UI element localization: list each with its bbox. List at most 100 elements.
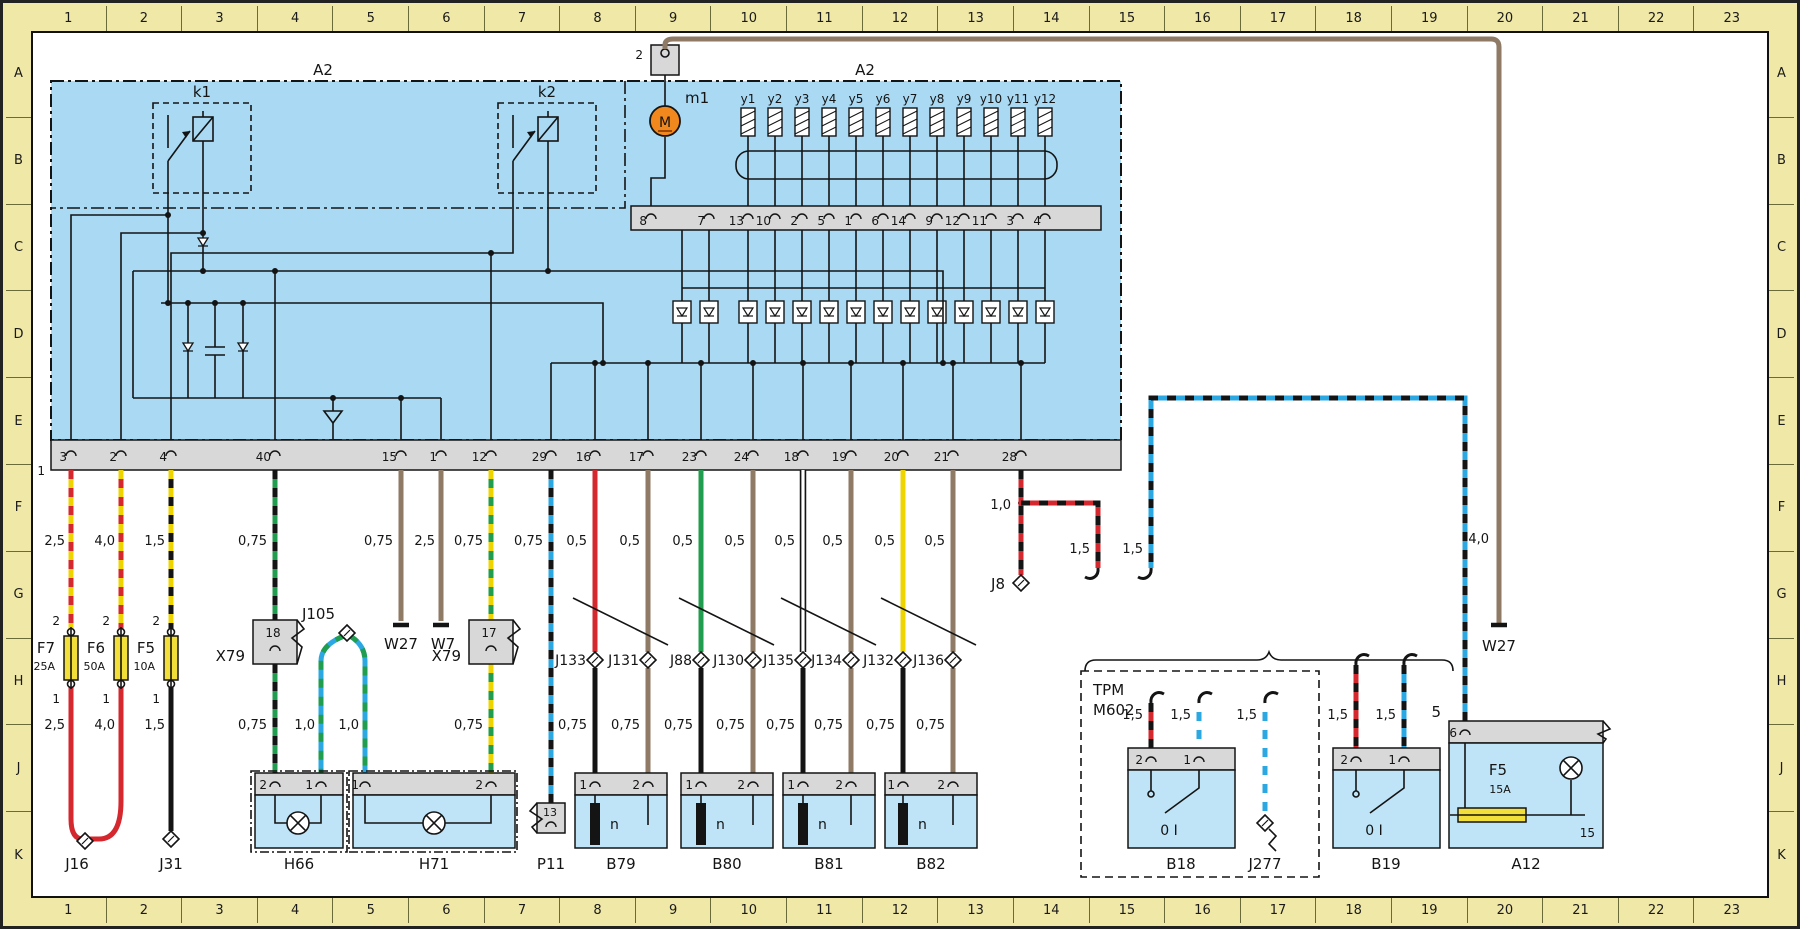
gauge: 1,0	[338, 718, 359, 733]
j8-label: J8	[990, 575, 1005, 593]
fuse-f6-label: F6	[87, 639, 105, 657]
x79-label: X79	[216, 647, 245, 665]
damper-symbol	[798, 803, 808, 845]
strip-pin: 19	[832, 450, 847, 464]
gauge: 0,5	[774, 534, 795, 549]
grid-label: 13	[937, 6, 1013, 31]
top-connector: 2	[635, 44, 680, 76]
b18-label: B18	[1166, 855, 1195, 873]
grid-label: 19	[1390, 898, 1467, 923]
b19-pin: 1	[1388, 753, 1396, 767]
motor-label: m1	[685, 89, 709, 107]
b18-pin: 2	[1135, 753, 1143, 767]
strip-pin: 12	[472, 450, 487, 464]
strip-pin: 16	[576, 450, 591, 464]
diode-row	[672, 230, 1055, 363]
strip-pin: 21	[934, 450, 949, 464]
strip-pin: 24	[734, 450, 749, 464]
grid-label: 11	[786, 6, 862, 31]
connector-j105: J105	[301, 605, 356, 642]
component-p11: 13 P11	[528, 802, 566, 873]
wire-branch-red-black	[1021, 500, 1101, 568]
inner-pin: 14	[891, 214, 906, 228]
gauge: 0,5	[619, 534, 640, 549]
gauge: 1,5	[1236, 708, 1257, 723]
b80-pin: 1	[685, 778, 693, 792]
connector-j277: J277	[1247, 814, 1282, 873]
gauge: 0,75	[664, 718, 693, 733]
grid-label: K	[1769, 811, 1794, 898]
wire-gauge-labels: 2,5 4,0 1,5 0,75 0,75 2,5 0,75 0,75 0,5 …	[44, 498, 1489, 733]
valve-label: y2	[768, 92, 783, 106]
gauge: 4,0	[1468, 532, 1489, 547]
component-b82: 1 2 n B82	[884, 772, 978, 873]
inner-pin: 8	[639, 214, 647, 228]
grid-label: 2	[105, 898, 182, 923]
j130-label: J130	[712, 653, 744, 669]
a12-fuse-rating: 15A	[1489, 783, 1511, 796]
j136-label: J136	[912, 653, 944, 669]
h66-pin: 2	[259, 778, 267, 792]
inner-pin: 3	[1006, 214, 1014, 228]
relay-k2-box	[497, 102, 597, 194]
gauge: 1,0	[294, 718, 315, 733]
grid-label: 17	[1239, 6, 1316, 31]
strip-pin: 18	[784, 450, 799, 464]
wire-j105-h66-blue-green	[318, 633, 345, 773]
grid-label: 22	[1617, 6, 1694, 31]
b82-label: B82	[916, 855, 945, 873]
inner-pin: 13	[729, 214, 744, 228]
gauge: 1,0	[990, 498, 1011, 513]
component-h71: 1 2 H71	[348, 770, 518, 873]
valve-label: y4	[822, 92, 837, 106]
grid-label: H	[6, 637, 31, 725]
x79-pin-18: 18	[265, 626, 280, 640]
grid-label: 9	[634, 898, 711, 923]
wires	[68, 36, 1502, 842]
damper-symbol	[898, 803, 908, 845]
connector-j16: J16	[64, 832, 94, 873]
damper-symbol	[590, 803, 600, 845]
grid-label: 5	[332, 898, 408, 923]
valve-label: y8	[930, 92, 945, 106]
gauge: 0,75	[454, 534, 483, 549]
relay-k2: k2	[497, 83, 597, 194]
valve-bus-bar	[735, 150, 1058, 180]
gauge: 0,5	[672, 534, 693, 549]
inner-pin: 12	[945, 214, 960, 228]
gauge: 0,75	[558, 718, 587, 733]
component-a12: 5 6 F5 15A 15 A12	[1431, 703, 1612, 873]
tpm-module-m602: TPM M602 2 1 0 I B18 J277	[1080, 670, 1320, 878]
grid-label: 15	[1088, 6, 1165, 31]
internal-wiring: 3 2 4 40 15 1 12 29 16 17 23 24 18 19 20…	[59, 137, 1045, 506]
grid-label: 6	[408, 6, 484, 31]
grid-label: 20	[1466, 6, 1543, 31]
inner-pin: 6	[871, 214, 879, 228]
j135-label: J135	[762, 653, 794, 669]
h66-label: H66	[284, 855, 314, 873]
grid-label: F	[6, 463, 31, 551]
grid-label: 4	[256, 6, 333, 31]
grid-label: 16	[1164, 6, 1240, 31]
wire-top-brown-w27	[662, 36, 1502, 623]
grid-label: 21	[1542, 6, 1618, 31]
w27-label: W27	[1482, 637, 1516, 655]
damper-n: n	[716, 817, 725, 833]
strip-corner-label: 1	[37, 464, 45, 478]
fuse-f7: 2 1 F7 25A	[33, 614, 79, 706]
grid-label: A	[14, 66, 23, 82]
ground-symbol	[322, 410, 344, 425]
grid-label: E	[6, 377, 31, 464]
strip-pin: 29	[532, 450, 547, 464]
gauge: 0,75	[814, 718, 843, 733]
grid-label: 7	[483, 6, 560, 31]
fuse-pin-bottom: 1	[152, 692, 160, 706]
grid-label: A	[1777, 66, 1786, 82]
strip-pin: 1	[429, 450, 437, 464]
grid-label: C	[6, 203, 31, 291]
tpm-label: TPM	[1092, 681, 1124, 699]
component-b81: 1 2 n B81	[782, 772, 876, 873]
grid-label: 6	[408, 898, 484, 923]
